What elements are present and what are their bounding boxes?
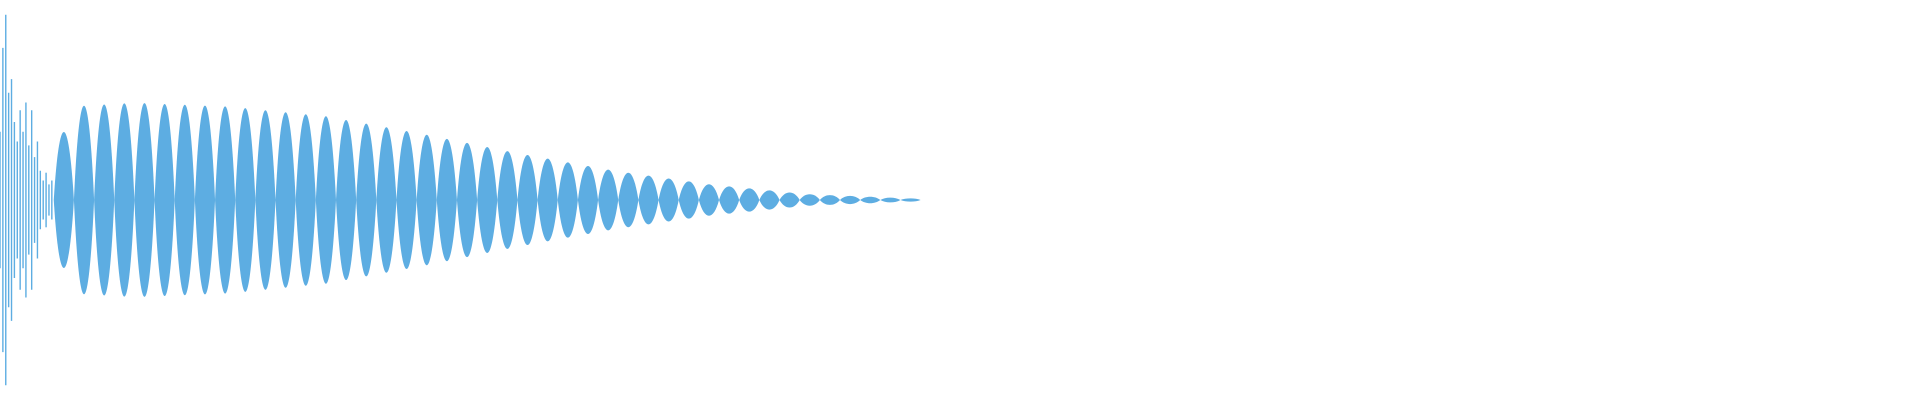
tone-lobe <box>739 188 760 212</box>
tone-lobe <box>779 192 800 208</box>
tone-lobe <box>719 186 740 214</box>
tone-lobe <box>799 194 820 206</box>
tone-lobe <box>53 132 74 268</box>
tone-lobe <box>235 108 256 292</box>
tone-lobe <box>598 169 619 231</box>
tone-lobe <box>315 116 336 284</box>
tone-lobe <box>336 119 357 281</box>
tone-lobe <box>215 106 236 294</box>
tone-lobe <box>114 103 135 297</box>
tone-lobe <box>94 104 115 296</box>
tone-lobe <box>819 195 840 205</box>
tone-lobe <box>840 195 861 205</box>
tone-lobe <box>416 134 437 266</box>
tone-lobe <box>477 146 498 254</box>
tone-lobe <box>356 123 377 277</box>
tone-lobe <box>134 103 155 297</box>
tone-lobe <box>638 175 659 225</box>
tone-lobe <box>436 138 457 262</box>
tone-lobe <box>759 190 780 210</box>
tone-lobe <box>860 196 881 204</box>
tone-lobe <box>497 151 518 249</box>
tone-lobe <box>678 181 699 219</box>
tone-lobe <box>154 103 175 297</box>
tone-lobe <box>698 184 720 216</box>
tone-lobe <box>376 127 397 273</box>
tone-lobe <box>537 158 558 242</box>
tone-lobe <box>577 166 599 234</box>
tone-lobe <box>275 112 296 288</box>
tone-lobe <box>73 105 95 295</box>
tone-lobe <box>618 172 639 228</box>
waveform-tone <box>53 103 921 297</box>
waveform-transient <box>0 14 53 386</box>
tone-lobe <box>900 198 921 202</box>
tone-lobe <box>295 114 316 286</box>
tone-lobe <box>255 110 276 290</box>
tone-lobe <box>174 104 195 296</box>
tone-lobe <box>517 154 538 246</box>
tone-lobe <box>658 178 679 222</box>
tone-lobe <box>880 197 901 203</box>
tone-lobe <box>396 130 417 270</box>
tone-lobe <box>456 142 478 258</box>
tone-lobe <box>557 162 578 238</box>
tone-lobe <box>194 105 216 295</box>
